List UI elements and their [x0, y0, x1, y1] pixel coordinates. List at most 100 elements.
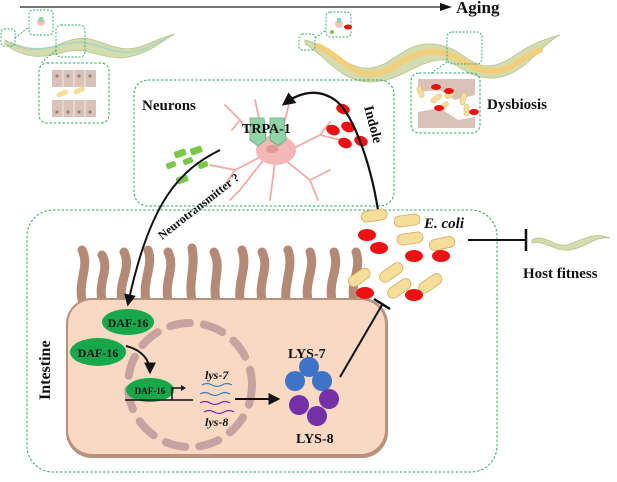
- dendrite: [231, 119, 241, 131]
- ecoli-cluster: E. coli: [348, 208, 465, 301]
- lys7-mrna-icon: [199, 391, 231, 397]
- cell-nucleus: [66, 74, 70, 78]
- young-neuron-inset-box: [28, 9, 54, 36]
- ecoli-bacterium-icon: [393, 213, 421, 228]
- ecoli-mini-icon: [430, 93, 442, 104]
- daf16-label-2: DAF-16: [78, 346, 119, 360]
- commensal-bacterium-icon: [73, 86, 85, 95]
- cell-nucleus: [55, 74, 59, 78]
- neuron-nucleus: [266, 145, 278, 153]
- cell-nucleus: [88, 110, 92, 114]
- lys8-protein-icon: [289, 395, 309, 415]
- cell-nucleus: [88, 74, 92, 78]
- aged-worm-gut: [315, 43, 543, 78]
- neurotransmitter-granule-icon: [175, 174, 189, 185]
- indole-molecule-icon: [405, 289, 423, 301]
- indole-molecule-icon: [370, 242, 388, 254]
- connector-line: [429, 61, 448, 75]
- microvillus: [281, 245, 295, 305]
- lys8-mrna-icon: [203, 409, 235, 415]
- connector-line: [314, 29, 327, 39]
- lys7-protein-icon: [312, 371, 332, 391]
- dysbiosis-label: Dysbiosis: [487, 97, 547, 113]
- indole-molecule-icon: [338, 137, 352, 149]
- intestine-label: Intestine: [37, 340, 54, 400]
- indole-to-trpa1-arrow: [281, 91, 380, 211]
- neurotransmitter-granule-icon: [189, 145, 203, 156]
- dendrite: [224, 169, 236, 186]
- lys8-gene-label: lys-8: [205, 415, 228, 429]
- indole-mini-icon: [431, 84, 441, 90]
- ecoli-mini-icon: [463, 103, 470, 117]
- transcription-arrow-head-icon: [181, 385, 186, 391]
- microvillus: [326, 247, 341, 305]
- intestine-panel: Intestine DAF-16 DAF-16 DAF-16: [26, 149, 498, 473]
- aged-head-box: [298, 33, 316, 51]
- lys8-mrna-icon: [199, 400, 231, 406]
- ecoli-bacterium-icon: [396, 231, 424, 246]
- ecoli-label: E. coli: [423, 216, 465, 232]
- connector-line: [14, 26, 30, 39]
- daf16-label-1: DAF-16: [108, 316, 149, 330]
- ecoli-bacterium-icon: [428, 236, 456, 251]
- microvillus: [186, 243, 198, 305]
- dendrite: [309, 169, 331, 181]
- lys7-mrna-icon: [201, 382, 233, 388]
- indole-molecule-icon: [356, 287, 374, 299]
- daf16-nuclear: [126, 378, 174, 402]
- aged-neuron-inset-box: [325, 11, 352, 38]
- indole-mini-icon: [434, 105, 444, 111]
- neurotransmitter-granule-icon: [182, 157, 194, 165]
- microvillus: [235, 245, 249, 305]
- ecoli-bacterium-icon: [379, 262, 404, 283]
- inhibition-bar-icon: [373, 297, 391, 311]
- aged-trpa1-mini-icon: [337, 18, 341, 23]
- daf16-cytoplasm-1: [102, 309, 154, 335]
- lys7-gene-label: lys-7: [205, 368, 229, 382]
- cell-nucleus: [66, 110, 70, 114]
- transcription-start-icon: [171, 387, 182, 400]
- daf16-cytoplasm-2: [70, 338, 126, 366]
- young-worm-gut: [9, 36, 171, 53]
- ecoli-bacterium-icon: [387, 278, 412, 299]
- microvillus: [162, 247, 176, 305]
- neurons-panel: Neurons TRPA-1 Indole: [133, 79, 395, 242]
- young-gut-inset-box: [38, 62, 110, 124]
- microvillus: [140, 245, 155, 305]
- connector-line: [39, 49, 57, 65]
- trpa1-channel-right-icon: [269, 117, 287, 147]
- dysbiotic-epithelium: [416, 79, 479, 128]
- neurotransmitter-granule-icon: [173, 148, 187, 159]
- healthy-epithelium: [52, 70, 96, 117]
- neurons-box: [133, 79, 395, 207]
- cell-nucleus: [55, 110, 59, 114]
- trpa1-label: TRPA-1: [242, 122, 291, 137]
- neurotransmitter-granule-icon: [197, 161, 209, 169]
- microvillus: [76, 245, 90, 305]
- dendrite: [319, 121, 331, 136]
- intestine-box: [26, 209, 498, 473]
- microvillus: [116, 247, 131, 305]
- lys8-protein-icon: [319, 389, 339, 409]
- host-fitness-label: Host fitness: [523, 266, 598, 282]
- microvilli: [76, 243, 363, 305]
- lys7-protein-label: LYS-7: [288, 347, 326, 362]
- nucleus-envelope: [124, 319, 256, 451]
- microvillus: [209, 247, 222, 305]
- daf16-label-3: DAF-16: [135, 386, 166, 396]
- indole-molecule-icon: [358, 229, 376, 241]
- ecoli-mini-icon: [459, 92, 468, 106]
- indole-molecule-icon: [341, 121, 355, 133]
- ecoli-mini-icon: [416, 85, 425, 98]
- microvillus: [256, 247, 270, 305]
- host-fitness-group: Host fitness: [468, 229, 611, 282]
- indole-molecule-icon: [326, 124, 340, 136]
- indole-mini-icon: [469, 109, 479, 115]
- trpa1-channel-left-icon: [249, 117, 267, 147]
- dendrite: [269, 161, 276, 201]
- daf16-translocation-arrow: [125, 345, 156, 375]
- aged-worm: Dysbiosis: [298, 11, 561, 134]
- lys8-protein-icon: [307, 406, 327, 426]
- lys8-protein-label: LYS-8: [296, 432, 334, 447]
